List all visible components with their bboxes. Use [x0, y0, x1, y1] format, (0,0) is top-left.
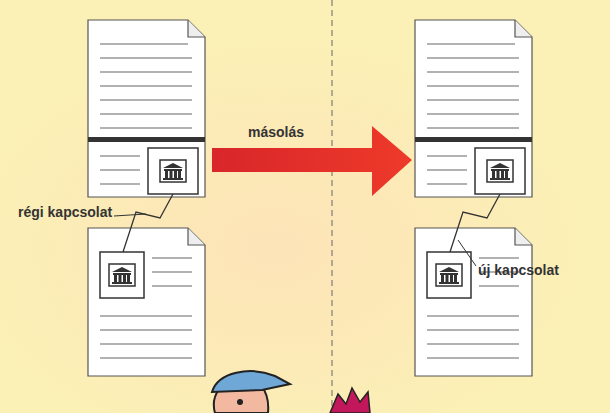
leader-line	[458, 240, 476, 266]
document-icon	[415, 20, 532, 197]
document-icon	[88, 228, 205, 376]
document-icon	[415, 228, 532, 376]
text-label: új kapcsolat	[478, 262, 559, 278]
link-line	[123, 194, 173, 252]
text-label: másolás	[248, 124, 304, 140]
cartoon-figure	[212, 371, 370, 413]
divider-line	[332, 0, 333, 413]
link-line	[450, 194, 500, 252]
leader-line	[114, 214, 146, 216]
document-icon	[88, 20, 205, 197]
copy-arrow	[212, 126, 412, 196]
text-label: régi kapcsolat	[18, 204, 112, 220]
